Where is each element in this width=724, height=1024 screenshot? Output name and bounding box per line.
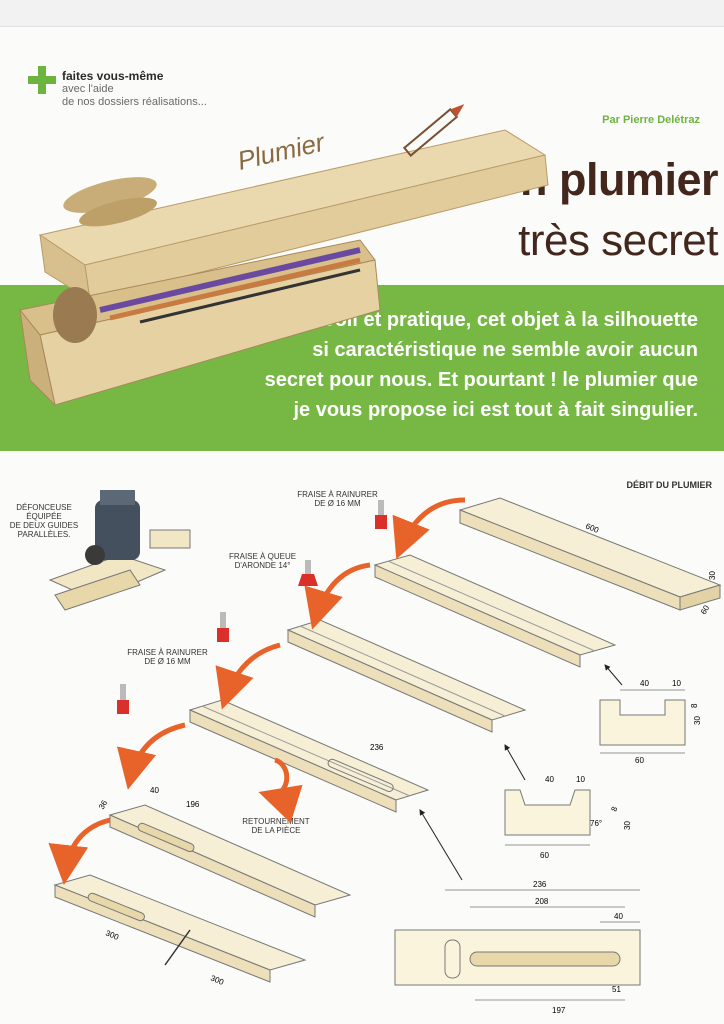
board-split — [53, 874, 307, 983]
step-arrow-icon — [392, 497, 466, 560]
intro-line2: si caractéristique ne semble avoir aucun — [312, 339, 698, 361]
plan-236: 236 — [533, 880, 547, 889]
tagline-line2: avec l'aide — [62, 83, 114, 95]
dim-cut-196: 196 — [186, 800, 200, 809]
dim-cut-236: 236 — [370, 743, 384, 752]
box-body — [19, 239, 381, 407]
dim-cut-40: 40 — [150, 786, 159, 795]
plan-view — [394, 889, 641, 1001]
dim-board-h: 30 — [708, 571, 717, 580]
bit2-label: FRAISE À QUEUE D'ARONDE 14° — [220, 552, 305, 570]
router-icon — [48, 490, 191, 611]
board-dovetail — [188, 699, 430, 813]
sec1-top: 40 — [640, 679, 649, 688]
step-arrow-icon — [215, 642, 281, 710]
cutting-diagram: 600 30 60 236 40 196 36 300 300 — [48, 490, 722, 1015]
intro-line3: secret pour nous. Et pourtant ! le plumi… — [264, 369, 698, 391]
turn-label-line: DE LA PIÈCE — [251, 826, 301, 835]
sec1-depth: 8 — [690, 703, 699, 708]
router-label-line: ÉQUIPÉE — [26, 512, 62, 521]
section-profile-1 — [599, 689, 686, 754]
plan-197: 197 — [552, 1006, 566, 1015]
pencil-box-photo: Plumier — [19, 104, 549, 407]
sec2-top: 40 — [545, 775, 554, 784]
section-profile-2 — [504, 789, 591, 846]
board-grooved-1 — [373, 554, 617, 668]
dim-board-w: 60 — [699, 603, 712, 616]
router-label-line: DÉFONCEUSE — [16, 503, 72, 512]
sec2-w: 60 — [540, 851, 549, 860]
board-slotted — [108, 804, 352, 918]
pointer-arrow-icon — [419, 809, 463, 881]
board-plain — [458, 497, 722, 611]
bit1-label-line: DE Ø 16 MM — [314, 499, 361, 508]
box-engraving: Plumier — [235, 126, 329, 175]
dim-cut-36: 36 — [97, 798, 110, 811]
plan-51: 51 — [612, 985, 621, 994]
page-top-strip — [0, 0, 724, 27]
dim-split-a: 300 — [104, 929, 120, 943]
router-label: DÉFONCEUSE ÉQUIPÉE DE DEUX GUIDES PARALL… — [4, 503, 84, 539]
board-grooved-2 — [286, 619, 527, 733]
plan-40: 40 — [614, 912, 623, 921]
pointer-arrow-icon — [504, 744, 526, 781]
sec2-depth: 8 — [609, 805, 619, 813]
rotate-icon — [258, 757, 303, 823]
sec2-angle: 76° — [590, 819, 602, 828]
intro-line4: je vous propose ici est tout à fait sing… — [293, 399, 698, 421]
dim-split-b: 300 — [209, 974, 225, 988]
bit2-label-line: D'ARONDE 14° — [234, 561, 291, 570]
bit3-label-line: FRAISE À RAINURER — [127, 648, 208, 657]
bit3-label-line: DE Ø 16 MM — [144, 657, 191, 666]
bit2-label-line: FRAISE À QUEUE — [228, 552, 297, 561]
sec2-h: 30 — [623, 821, 632, 830]
plan-208: 208 — [535, 897, 549, 906]
router-bit-icon — [117, 684, 129, 714]
bit1-label: FRAISE À RAINURER DE Ø 16 MM — [290, 490, 385, 508]
title-line2: très secret — [518, 216, 718, 265]
plus-icon — [28, 66, 56, 94]
dovetail-bit-icon — [298, 560, 318, 586]
step-arrow-icon — [116, 722, 186, 790]
router-label-line: PARALLÈLES. — [17, 530, 71, 539]
router-bit-icon — [217, 612, 229, 642]
tagline: faites vous-même avec l'aide de nos doss… — [62, 70, 207, 109]
sec1-w: 60 — [635, 756, 644, 765]
sec1-h: 30 — [693, 716, 702, 725]
pointer-arrow-icon — [604, 664, 623, 686]
author: Par Pierre Delétraz — [602, 114, 700, 126]
sec1-right: 10 — [672, 679, 681, 688]
step-arrow-icon — [304, 562, 371, 630]
sec2-right: 10 — [576, 775, 585, 784]
intro-line1: Joli et pratique, cet objet à la silhoue… — [323, 309, 698, 331]
tagline-line3: de nos dossiers réalisations... — [62, 96, 207, 108]
intro-text: Joli et pratique, cet objet à la silhoue… — [118, 305, 698, 425]
bit3-label: FRAISE À RAINURER DE Ø 16 MM — [120, 648, 215, 666]
tagline-bold: faites vous-même — [62, 69, 164, 83]
step-arrow-icon — [48, 817, 111, 885]
router-bit-icon — [375, 500, 387, 529]
section-title: DÉBIT DU PLUMIER — [626, 480, 713, 490]
router-label-line: DE DEUX GUIDES — [9, 521, 79, 530]
bit1-label-line: FRAISE À RAINURER — [297, 490, 378, 499]
pencil-engraving-icon — [402, 104, 465, 157]
